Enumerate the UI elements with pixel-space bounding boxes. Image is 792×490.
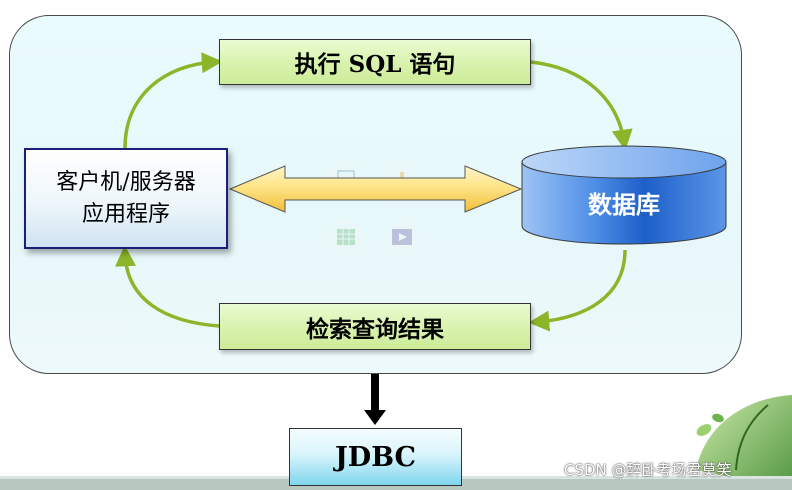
result-box: 检索查询结果 <box>219 303 531 350</box>
down-arrow-to-jdbc <box>364 374 386 425</box>
watermark-text: CSDN @醉卧考场君莫笑 <box>564 461 732 479</box>
exec-sql-label: 执行 SQL 语句 <box>294 51 456 78</box>
jdbc-box: JDBC <box>289 428 462 486</box>
video-icon <box>392 229 412 245</box>
database-label: 数据库 <box>588 190 660 219</box>
jdbc-label: JDBC <box>335 441 416 473</box>
faint-icons-group <box>328 160 420 255</box>
flow-arrow-result-to-client <box>115 245 220 328</box>
double-arrow-client-database <box>228 165 523 213</box>
spreadsheet-icon <box>337 229 355 245</box>
leaf-decoration <box>696 395 792 490</box>
flow-arrow-client-to-exec <box>123 52 223 149</box>
flow-arrow-exec-to-database <box>530 60 633 151</box>
database-cylinder <box>521 145 727 245</box>
exec-sql-box: 执行 SQL 语句 <box>219 39 531 85</box>
client-label-line2: 应用程序 <box>81 201 170 227</box>
client-app-box: 客户机/服务器 应用程序 <box>24 148 228 249</box>
flow-arrow-database-to-result <box>528 249 627 332</box>
client-label-line1: 客户机/服务器 <box>56 169 196 195</box>
result-label: 检索查询结果 <box>306 315 444 343</box>
